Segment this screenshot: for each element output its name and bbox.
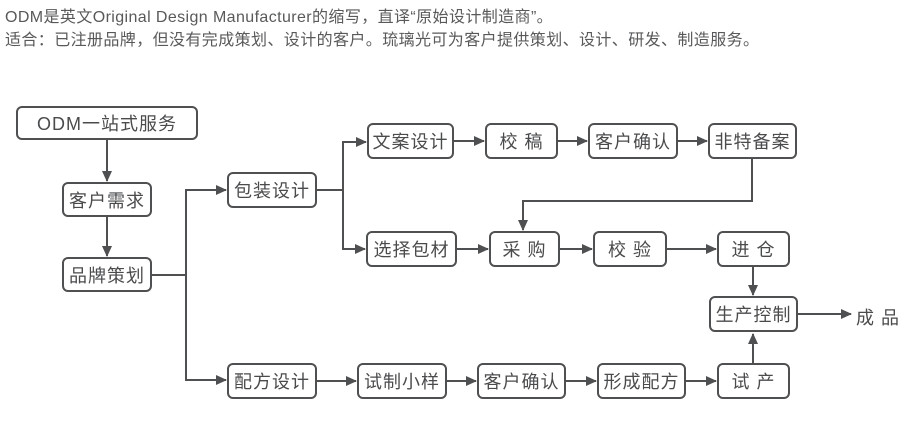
node-formula-design: 配方设计 — [227, 363, 317, 399]
node-verify: 校 验 — [593, 231, 667, 267]
intro-text: ODM是英文Original Design Manufacturer的缩写，直译… — [5, 6, 759, 52]
node-packaging-design: 包装设计 — [227, 172, 317, 208]
node-proofread: 校 稿 — [485, 123, 558, 159]
node-customer-needs: 客户需求 — [62, 182, 152, 217]
node-customer-confirm-packaging: 客户确认 — [588, 123, 678, 159]
node-production-control: 生产控制 — [709, 296, 798, 332]
node-trial-production: 试 产 — [717, 363, 790, 399]
node-non-special-filing: 非特备案 — [708, 123, 797, 159]
node-form-formula: 形成配方 — [597, 363, 686, 399]
node-purchase: 采 购 — [489, 231, 560, 267]
intro-line-2: 适合：已注册品牌，但没有完成策划、设计的客户。琉璃光可为客户提供策划、设计、研发… — [5, 32, 760, 49]
node-odm-service: ODM一站式服务 — [16, 106, 198, 140]
node-trial-sample: 试制小样 — [357, 363, 447, 399]
node-brand-planning: 品牌策划 — [62, 257, 152, 292]
intro-line-1: ODM是英文Original Design Manufacturer的缩写，直译… — [5, 9, 554, 26]
node-finished-product: 成 品 — [856, 308, 900, 328]
node-customer-confirm-formula: 客户确认 — [477, 363, 566, 399]
node-copy-design: 文案设计 — [367, 123, 454, 159]
node-select-packaging: 选择包材 — [366, 231, 457, 267]
node-warehouse: 进 仓 — [717, 231, 790, 267]
